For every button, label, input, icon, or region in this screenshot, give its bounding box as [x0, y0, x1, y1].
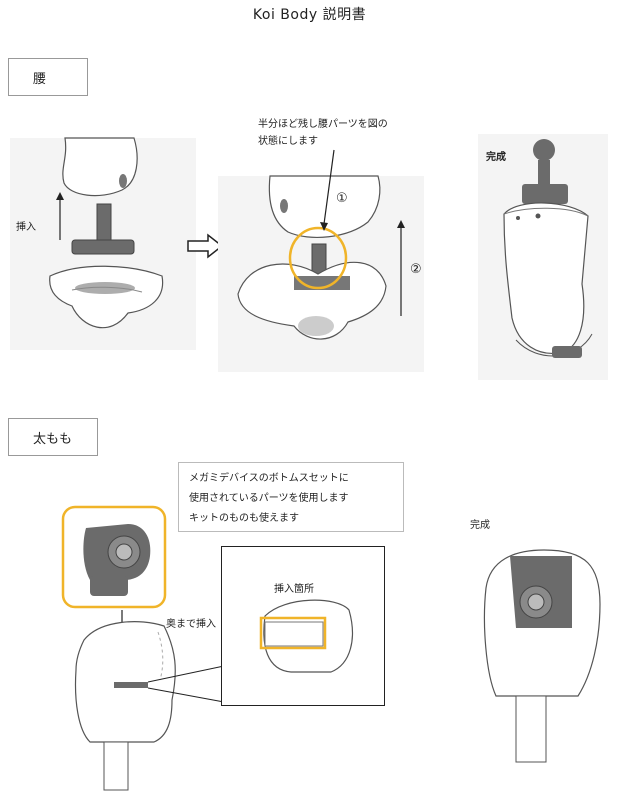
document-title: Koi Body 説明書: [252, 7, 367, 23]
waist-complete-label: 完成: [486, 152, 506, 163]
section-heading-waist: 腰: [8, 58, 88, 96]
step2-marker: ②: [410, 262, 422, 277]
waist-complete-illustration: [503, 139, 593, 358]
section-heading-waist-text: 腰: [33, 71, 47, 87]
step1-marker: ①: [336, 191, 348, 206]
waist-note-line2: 状態にします: [258, 136, 318, 147]
insert-spot-label: 挿入箇所: [274, 584, 314, 595]
section-heading-thigh: 太もも: [8, 418, 98, 456]
waist-note: 半分ほど残し腰パーツを図の 状態にします: [258, 116, 388, 150]
waist-step1-illustration: [49, 137, 164, 329]
thigh-complete-illustration: [483, 549, 601, 763]
thigh-callout-line3: キットのものも使えます: [189, 513, 299, 524]
section-heading-thigh-text: 太もも: [33, 431, 73, 447]
insert-detail-illustration: [259, 599, 353, 673]
thigh-callout: メガミデバイスのボトムスセットに 使用されているパーツを使用します キットのもの…: [178, 462, 404, 532]
thigh-body-illustration: [74, 610, 225, 791]
thigh-callout-line1: メガミデバイスのボトムスセットに: [189, 473, 349, 484]
joint-part-illustration: [61, 505, 167, 609]
waist-note-line1: 半分ほど残し腰パーツを図の: [258, 119, 388, 130]
insert-deep-label: 奥まで挿入: [166, 619, 216, 630]
thigh-complete-label: 完成: [470, 520, 490, 531]
thigh-callout-line2: 使用されているパーツを使用します: [189, 493, 349, 504]
next-step-arrow-icon: [187, 233, 224, 259]
insert-label: 挿入: [16, 222, 36, 233]
waist-step2-illustration: [237, 149, 405, 340]
